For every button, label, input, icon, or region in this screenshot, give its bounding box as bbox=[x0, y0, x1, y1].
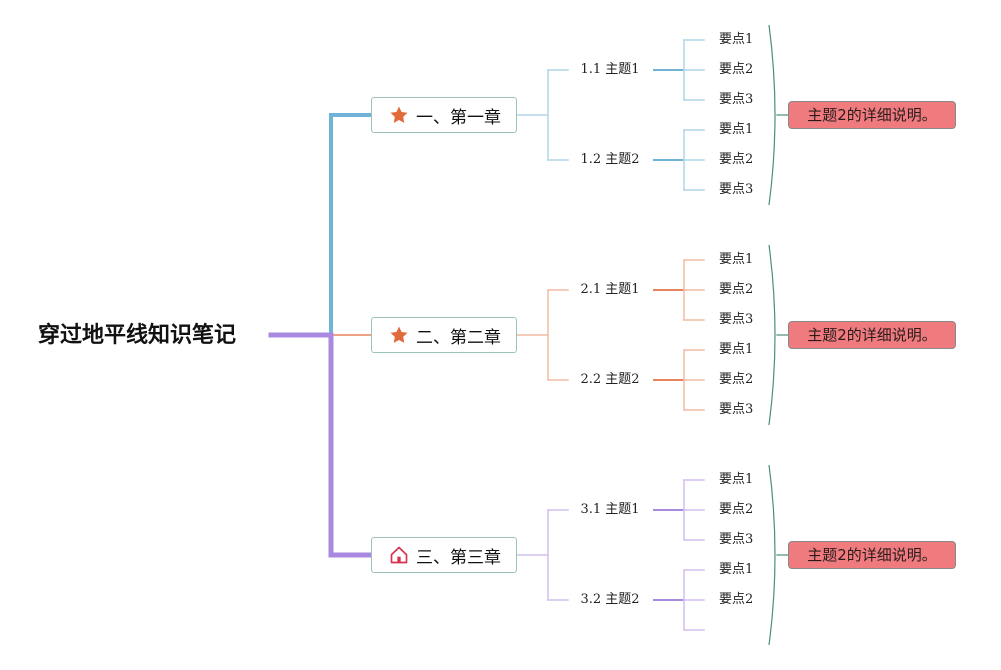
point-item[interactable]: 要点3 bbox=[719, 312, 754, 327]
chapter-node[interactable]: 三、第三章 bbox=[371, 537, 517, 573]
point-item[interactable]: 要点2 bbox=[719, 592, 754, 607]
point-item[interactable]: 要点1 bbox=[719, 252, 754, 267]
point-item[interactable]: 要点3 bbox=[719, 532, 754, 547]
point-item[interactable]: 要点1 bbox=[719, 342, 754, 357]
point-item[interactable]: 要点1 bbox=[719, 562, 754, 577]
home-icon bbox=[384, 545, 414, 565]
chapter-node[interactable]: 二、第二章 bbox=[371, 317, 517, 353]
summary-note[interactable]: 主题2的详细说明。 bbox=[788, 321, 956, 349]
chapter-node[interactable]: 一、第一章 bbox=[371, 97, 517, 133]
point-item[interactable] bbox=[719, 620, 769, 640]
point-item[interactable]: 要点3 bbox=[719, 402, 754, 417]
point-item[interactable]: 要点2 bbox=[719, 502, 754, 517]
topic-node[interactable]: 3.2 主题2 bbox=[580, 592, 640, 607]
point-item[interactable]: 要点2 bbox=[719, 372, 754, 387]
star-icon bbox=[384, 105, 414, 125]
summary-bracket bbox=[768, 244, 776, 426]
point-item[interactable]: 要点2 bbox=[719, 152, 754, 167]
point-item[interactable]: 要点3 bbox=[719, 182, 754, 197]
star-icon bbox=[384, 325, 414, 345]
topic-node[interactable]: 2.1 主题1 bbox=[580, 282, 640, 297]
point-item[interactable]: 要点2 bbox=[719, 62, 754, 77]
topic-node[interactable]: 3.1 主题1 bbox=[580, 502, 640, 517]
topic-node[interactable]: 1.2 主题2 bbox=[580, 152, 640, 167]
topic-node[interactable]: 2.2 主题2 bbox=[580, 372, 640, 387]
point-item[interactable]: 要点2 bbox=[719, 282, 754, 297]
root-topic[interactable]: 穿过地平线知识笔记 bbox=[38, 323, 237, 348]
chapter-label: 三、第三章 bbox=[416, 547, 501, 568]
chapter-label: 二、第二章 bbox=[416, 327, 501, 348]
summary-bracket bbox=[768, 24, 776, 206]
summary-bracket bbox=[768, 464, 776, 646]
point-item[interactable]: 要点1 bbox=[719, 122, 754, 137]
summary-note[interactable]: 主题2的详细说明。 bbox=[788, 101, 956, 129]
topic-node[interactable]: 1.1 主题1 bbox=[580, 62, 640, 77]
point-item[interactable]: 要点1 bbox=[719, 32, 754, 47]
summary-note[interactable]: 主题2的详细说明。 bbox=[788, 541, 956, 569]
point-item[interactable]: 要点1 bbox=[719, 472, 754, 487]
point-item[interactable]: 要点3 bbox=[719, 92, 754, 107]
chapter-label: 一、第一章 bbox=[416, 107, 501, 128]
